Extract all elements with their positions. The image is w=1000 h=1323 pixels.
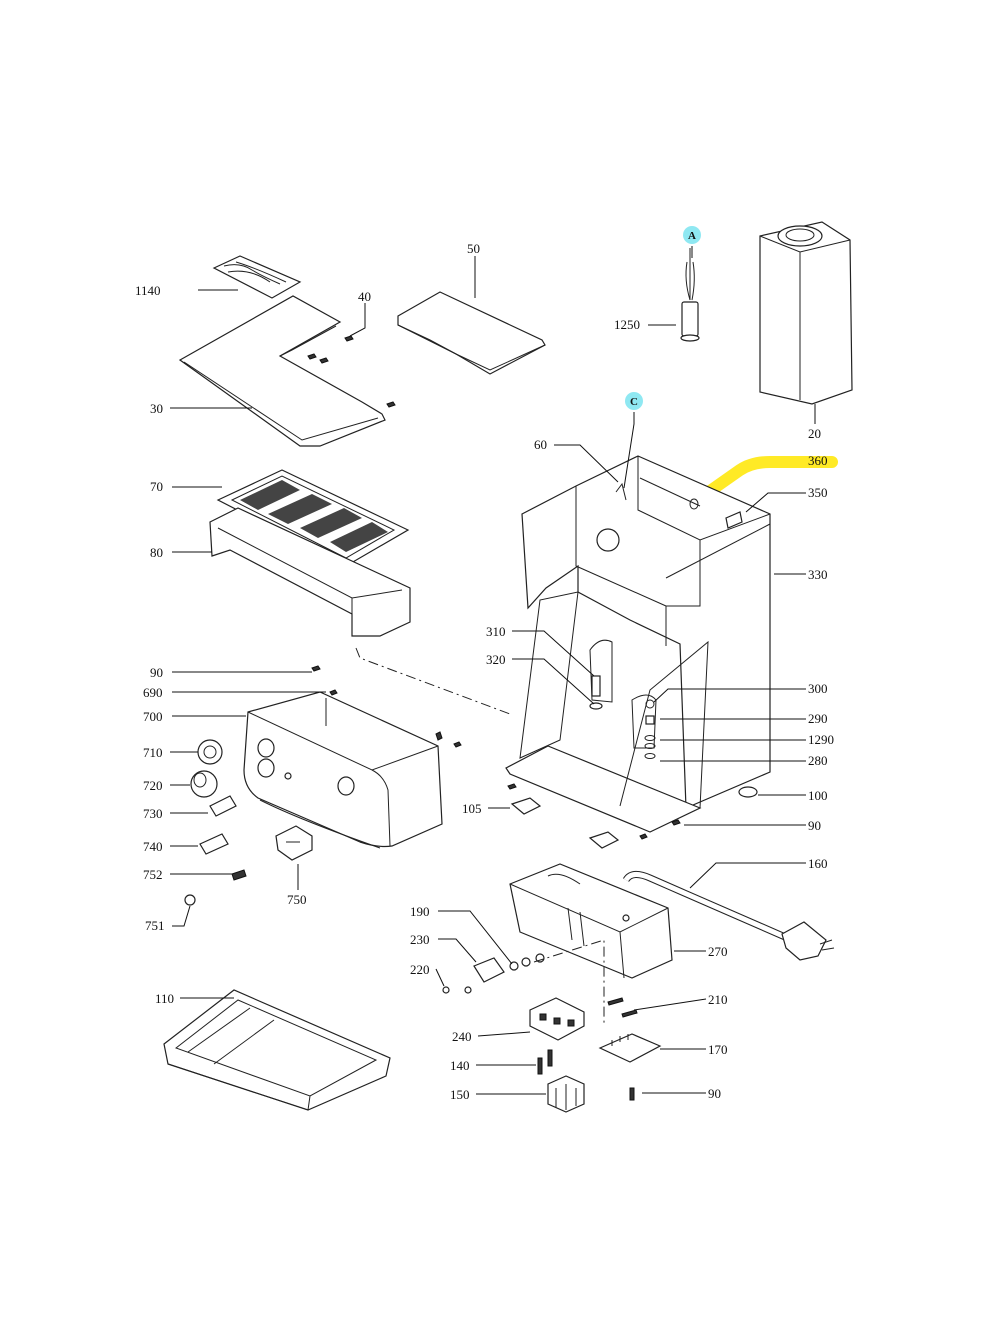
label-30: 30 — [150, 401, 163, 416]
label-751: 751 — [145, 918, 165, 933]
label-160: 160 — [808, 856, 828, 871]
label-1250: 1250 — [614, 317, 640, 332]
label-220: 220 — [410, 962, 430, 977]
label-300: 300 — [808, 681, 828, 696]
label-350: 350 — [808, 485, 828, 500]
part-751-cap — [184, 894, 196, 906]
svg-text:C: C — [630, 396, 638, 408]
part-80-support — [209, 507, 411, 637]
part-40-screws — [307, 335, 396, 408]
part-750-knob — [275, 825, 313, 861]
part-110-drip-tray — [163, 989, 391, 1111]
part-170-plate — [598, 1033, 662, 1063]
label-150: 150 — [450, 1087, 470, 1102]
part-1250-plug — [680, 248, 700, 342]
part-50-plate — [397, 291, 546, 375]
label-90-a: 90 — [150, 665, 163, 680]
label-20: 20 — [808, 426, 821, 441]
part-700-front-panel — [243, 689, 462, 849]
label-170: 170 — [708, 1042, 728, 1057]
label-280: 280 — [808, 753, 828, 768]
bubble-a: A — [683, 226, 701, 244]
part-210-screws — [607, 997, 638, 1018]
part-740-lamp — [199, 833, 229, 855]
part-30-top-cover — [178, 295, 386, 447]
svg-text:A: A — [688, 230, 696, 242]
label-690: 690 — [143, 685, 163, 700]
part-90-screw-d — [629, 1087, 635, 1101]
label-710: 710 — [143, 745, 163, 760]
part-140-screws — [537, 1049, 553, 1075]
part-90-690-screws — [311, 665, 681, 826]
label-240: 240 — [452, 1029, 472, 1044]
label-290: 290 — [808, 711, 828, 726]
part-70-grille — [216, 469, 410, 567]
label-105: 105 — [462, 801, 482, 816]
leader-lines — [170, 246, 816, 1095]
part-720-knob — [190, 770, 218, 798]
part-730-lamp — [209, 795, 237, 817]
label-110: 110 — [155, 991, 174, 1006]
label-60: 60 — [534, 437, 547, 452]
label-50: 50 — [467, 241, 480, 256]
part-105-feet — [510, 797, 620, 849]
label-360: 360 — [808, 453, 828, 468]
part-220-nut — [442, 986, 472, 994]
label-320: 320 — [486, 652, 506, 667]
part-1140-sticker — [212, 255, 302, 299]
label-270: 270 — [708, 944, 728, 959]
part-90-screw-c — [639, 833, 648, 840]
label-1140: 1140 — [135, 283, 161, 298]
label-190: 190 — [410, 904, 430, 919]
label-90-b: 90 — [808, 818, 821, 833]
label-330: 330 — [808, 567, 828, 582]
label-730: 730 — [143, 806, 163, 821]
part-100-plug — [738, 786, 758, 798]
part-752-screw — [231, 869, 247, 881]
label-100: 100 — [808, 788, 828, 803]
label-140: 140 — [450, 1058, 470, 1073]
label-1290: 1290 — [808, 732, 834, 747]
part-150-connector — [547, 1075, 585, 1113]
label-80: 80 — [150, 545, 163, 560]
part-20-water-tank — [759, 221, 853, 405]
label-720: 720 — [143, 778, 163, 793]
label-752: 752 — [143, 867, 163, 882]
label-310: 310 — [486, 624, 506, 639]
label-70: 70 — [150, 479, 163, 494]
label-700: 700 — [143, 709, 163, 724]
part-labels: 1140 40 50 1250 20 30 60 360 350 70 80 3… — [135, 241, 834, 1102]
label-750: 750 — [287, 892, 307, 907]
part-160-power-cord — [623, 871, 835, 961]
label-740: 740 — [143, 839, 163, 854]
part-230-switch — [473, 953, 545, 983]
label-90-c: 90 — [708, 1086, 721, 1101]
guide-line — [355, 647, 511, 715]
guide-line-box — [533, 939, 605, 1024]
part-240-terminal — [529, 997, 585, 1041]
bubble-c: C — [625, 392, 643, 410]
part-710-switch — [197, 739, 223, 765]
label-230: 230 — [410, 932, 430, 947]
label-40: 40 — [358, 289, 371, 304]
part-270-control-box — [509, 863, 673, 979]
label-210: 210 — [708, 992, 728, 1007]
part-330-main-frame — [505, 455, 771, 833]
